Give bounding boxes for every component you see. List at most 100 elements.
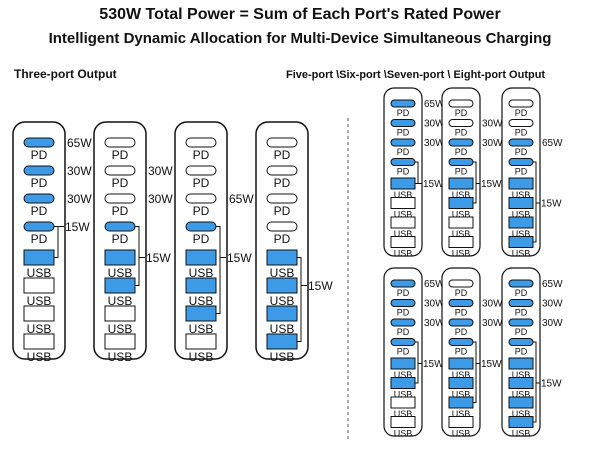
pd-port-3 [390,318,416,327]
usb-port-3 [390,396,416,409]
pd-port-1 [390,99,416,108]
shared-output-bracket [533,161,537,243]
wattage-label: 30W [424,318,445,329]
usb-port-label: USB [108,294,133,308]
usb-port-1 [448,357,474,370]
usb-port-1 [104,249,136,266]
usb-port-1 [390,177,416,190]
pd-port-label: PD [274,176,291,190]
pd-port-label: PD [31,148,48,162]
pd-port-label: PD [31,232,48,246]
pd-port-4 [390,158,416,166]
usb-port-4 [508,236,534,248]
usb-port-4 [104,333,136,350]
usb-port-2 [23,277,55,294]
pd-port-label: PD [274,148,291,162]
pd-port-2 [390,119,416,127]
wattage-label: 15W [541,199,562,210]
usb-port-label: USB [394,190,413,200]
pd-port-label: PD [455,128,468,138]
pd-port-4 [508,338,534,346]
usb-port-label: USB [108,322,133,336]
usb-port-label: USB [452,390,471,400]
title-line-2: Intelligent Dynamic Allocation for Multi… [48,30,552,47]
wattage-label: 30W [542,299,563,310]
pd-port-label: PD [455,288,468,298]
pd-port-2 [104,165,136,176]
pd-port-4 [448,338,474,346]
usb-port-4 [185,333,217,350]
charger-body [255,121,309,360]
shared-output-bracket [216,226,221,314]
wattage-label: 65W [542,279,563,290]
usb-port-2 [508,377,534,389]
usb-port-label: USB [27,294,52,308]
wattage-label: 30W [148,192,173,206]
usb-port-label: USB [394,429,413,439]
wattage-label: 15W [227,251,252,265]
wattage-label: 65W [542,138,563,149]
wattage-label: 30W [148,164,173,178]
pd-port-3 [104,193,136,204]
shared-output-bracket [297,257,302,342]
pd-port-2 [448,119,474,127]
pd-port-label: PD [515,167,528,177]
shared-output-bracket [473,341,477,403]
pd-port-2 [185,165,217,176]
usb-port-1 [23,249,55,266]
usb-port-label: USB [452,229,471,239]
pd-port-2 [448,299,474,307]
pd-port-4 [185,221,217,232]
pd-port-1 [23,137,55,148]
pd-port-label: PD [397,347,410,357]
pd-port-1 [508,279,534,288]
charger-body [383,87,423,257]
pd-port-4 [390,338,416,346]
usb-port-2 [185,277,217,294]
pd-port-label: PD [112,232,129,246]
wattage-label: 15W [146,251,171,265]
wattage-label: 15W [423,359,444,370]
usb-port-1 [448,177,474,190]
shared-output-bracket [473,161,477,204]
usb-port-1 [508,177,534,190]
pd-port-label: PD [455,327,468,337]
pd-port-label: PD [31,176,48,190]
usb-port-4 [23,333,55,350]
usb-port-3 [448,216,474,229]
pd-port-label: PD [455,108,468,118]
pd-port-label: PD [515,147,528,157]
usb-port-label: USB [394,370,413,380]
usb-port-4 [508,416,534,428]
wattage-label: 30W [424,299,445,310]
usb-port-label: USB [189,350,214,364]
pd-port-label: PD [515,327,528,337]
usb-port-1 [390,357,416,370]
usb-port-label: USB [512,429,531,439]
wattage-label: 15W [308,279,333,293]
pd-port-label: PD [455,147,468,157]
usb-port-3 [448,396,474,409]
pd-port-label: PD [397,167,410,177]
wattage-label: 30W [424,119,445,130]
pd-port-4 [104,221,136,232]
usb-port-label: USB [394,409,413,419]
usb-port-label: USB [108,350,133,364]
pd-port-label: PD [31,204,48,218]
usb-port-3 [104,305,136,322]
wattage-label: 30W [482,119,503,130]
usb-port-label: USB [394,229,413,239]
usb-port-label: USB [189,294,214,308]
usb-port-label: USB [452,409,471,419]
pd-port-label: PD [274,232,291,246]
usb-port-label: USB [512,370,531,380]
pd-port-label: PD [193,232,210,246]
pd-port-label: PD [397,288,410,298]
usb-port-label: USB [512,190,531,200]
